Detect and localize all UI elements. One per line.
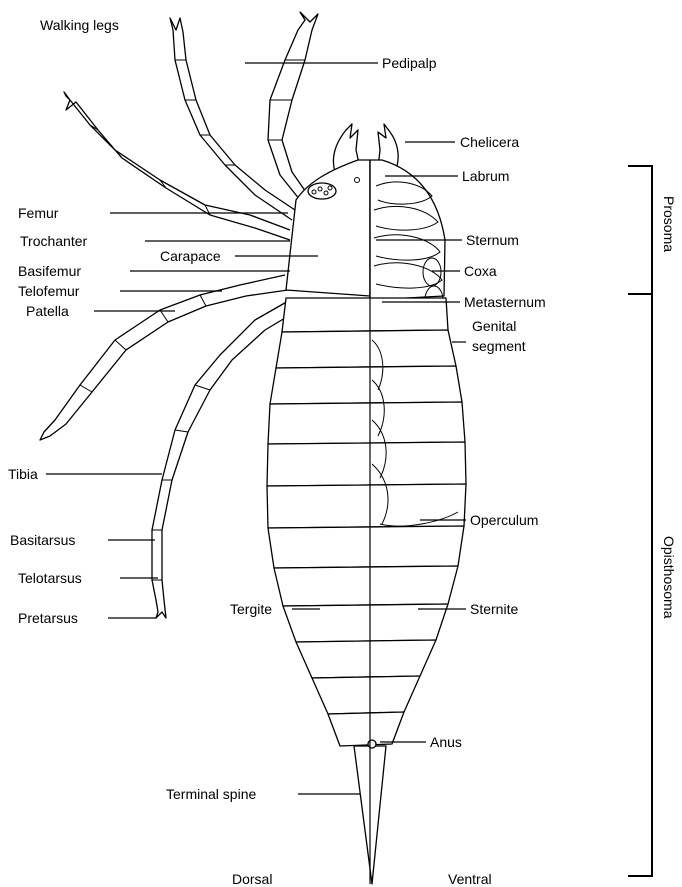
label-genital-line1: Genital [472, 318, 516, 334]
label-carapace: Carapace [160, 248, 221, 264]
opisthosoma-segments [267, 298, 466, 746]
label-dorsal: Dorsal [232, 871, 272, 887]
walking-leg-1 [64, 92, 290, 240]
walking-leg-3 [268, 12, 318, 200]
label-terminal-spine: Terminal spine [166, 786, 256, 802]
label-coxa: Coxa [464, 263, 497, 279]
label-basifemur: Basifemur [18, 263, 81, 279]
label-metasternum: Metasternum [464, 294, 546, 310]
label-anus: Anus [430, 734, 462, 750]
label-tibia: Tibia [8, 466, 38, 482]
walking-leg-4 [40, 275, 288, 440]
label-telofemur: Telofemur [18, 283, 80, 299]
label-sternum: Sternum [466, 232, 519, 248]
label-opisthosoma: Opisthosoma [661, 536, 677, 619]
label-labrum: Labrum [462, 168, 509, 184]
prosoma-bracket [628, 166, 652, 294]
label-chelicera: Chelicera [460, 134, 519, 150]
label-ventral: Ventral [448, 871, 492, 887]
label-telotarsus: Telotarsus [18, 570, 82, 586]
label-genital-line2: segment [472, 338, 526, 354]
label-walking-legs: Walking legs [40, 17, 119, 33]
label-femur: Femur [18, 205, 59, 221]
label-patella: Patella [26, 303, 69, 319]
anus-opening [368, 740, 376, 748]
label-sternite: Sternite [470, 601, 518, 617]
compound-eye [308, 183, 336, 199]
label-trochanter: Trochanter [20, 233, 88, 249]
label-tergite: Tergite [230, 601, 272, 617]
opisthosoma-bracket [628, 294, 652, 876]
label-basitarsus: Basitarsus [10, 532, 75, 548]
label-prosoma: Prosoma [661, 196, 677, 252]
label-pretarsus: Pretarsus [18, 610, 78, 626]
label-pedipalp: Pedipalp [382, 55, 437, 71]
label-operculum: Operculum [470, 512, 538, 528]
